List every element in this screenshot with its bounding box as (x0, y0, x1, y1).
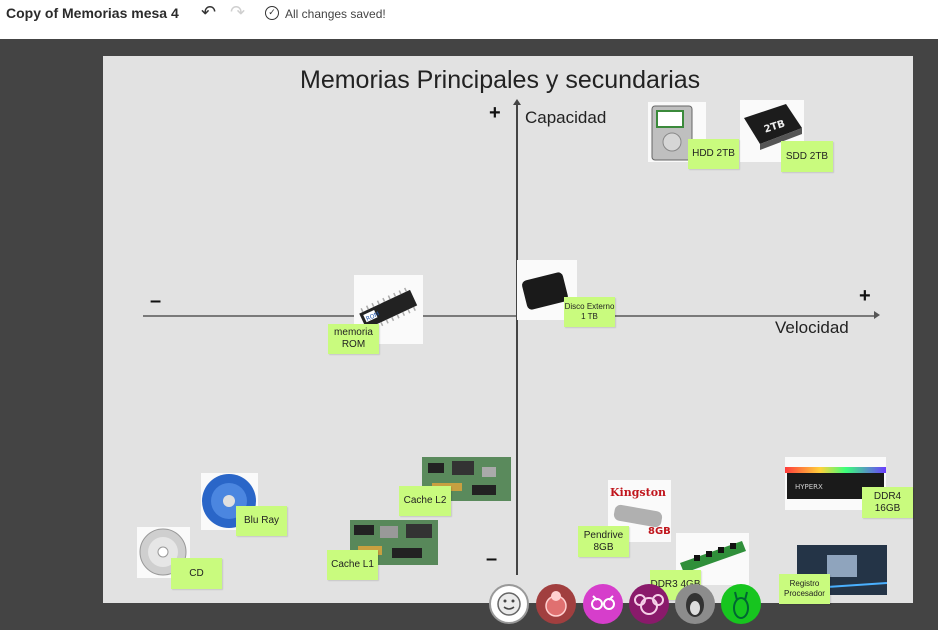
rom-chip-image[interactable]: ROM (354, 275, 423, 344)
pendrive-size-text: 8GB (648, 526, 671, 537)
kingston-brand-text: Kingston (610, 486, 666, 499)
x-axis-label[interactable]: Velocidad (775, 318, 849, 337)
cache-l1-image[interactable] (350, 520, 438, 565)
sticky-note-cd[interactable]: CD (171, 558, 222, 589)
plus-sign-horizontal[interactable]: + (859, 285, 871, 307)
top-toolbar: Copy of Memorias mesa 4 ↶ ↷ ✓ All change… (0, 0, 938, 39)
llama-avatar[interactable] (721, 584, 761, 624)
hyperx-brand-text: HYPERX (795, 483, 823, 491)
smiley-avatar[interactable] (489, 584, 529, 624)
sticky-note-registro-procesador[interactable]: Registro Procesador (779, 574, 830, 604)
owl-avatar[interactable] (583, 584, 623, 624)
sticky-note-disco-externo[interactable]: Disco Externo 1 TB (564, 297, 615, 327)
save-status: All changes saved! (285, 7, 386, 21)
x-axis-line (143, 315, 877, 317)
plus-sign-vertical[interactable]: + (489, 102, 501, 124)
sticky-note-ddr4[interactable]: DDR4 16GB (862, 487, 913, 518)
y-axis-label[interactable]: Capacidad (525, 108, 607, 127)
board-title[interactable]: Memorias Principales y secundarias (300, 66, 701, 94)
sticky-note-sdd[interactable]: SDD 2TB (781, 141, 833, 172)
penguin-avatar[interactable] (675, 584, 715, 624)
sticky-note-pendrive[interactable]: Pendrive 8GB (578, 526, 629, 557)
sticky-note-cache-l1[interactable]: Cache L1 (327, 550, 378, 580)
sticky-note-hdd[interactable]: HDD 2TB (688, 139, 739, 169)
y-axis-line (516, 104, 518, 575)
document-title[interactable]: Copy of Memorias mesa 4 (6, 5, 179, 21)
hdd-image[interactable] (648, 102, 706, 162)
koala-avatar[interactable] (629, 584, 669, 624)
undo-icon[interactable]: ↶ (201, 2, 217, 22)
minus-sign-horizontal[interactable]: – (150, 290, 162, 312)
sticky-note-cache-l2[interactable]: Cache L2 (399, 486, 451, 516)
ddr3-image[interactable] (676, 533, 749, 585)
minus-sign-vertical[interactable]: – (486, 548, 498, 570)
ladybug-avatar[interactable] (536, 584, 576, 624)
sticky-note-blu-ray[interactable]: Blu Ray (236, 506, 287, 536)
check-circle-icon: ✓ (265, 6, 279, 20)
x-axis-arrow (874, 311, 880, 319)
sticky-note-memoria-rom[interactable]: memoria ROM (328, 324, 379, 354)
y-axis-arrow (513, 99, 521, 105)
redo-icon[interactable]: ↷ (230, 2, 246, 22)
